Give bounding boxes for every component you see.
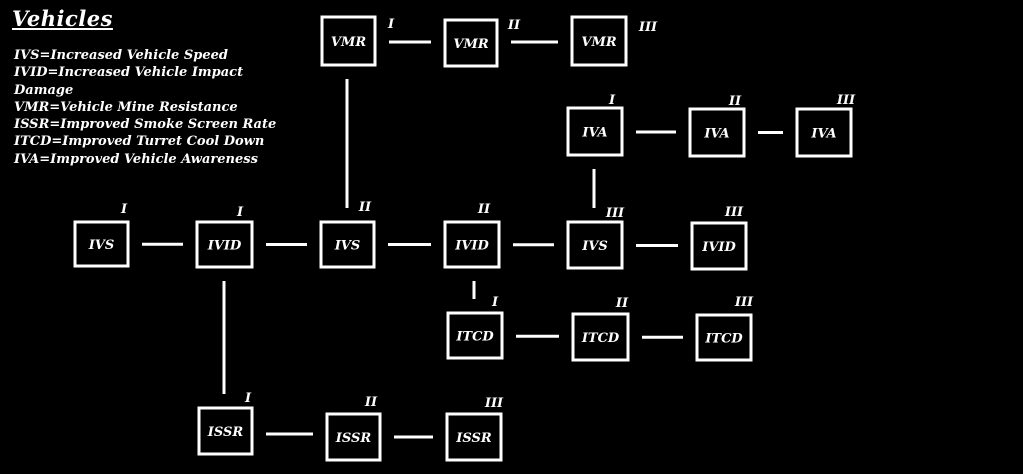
node-box <box>570 15 628 67</box>
upgrade-node-issr2: ISSR II <box>325 395 382 462</box>
node-label: IVS <box>581 239 608 254</box>
node-box <box>446 311 504 360</box>
upgrade-node-iva1: IVA I <box>566 93 624 157</box>
node-label: ISSR <box>335 431 372 446</box>
node-box <box>445 412 503 462</box>
upgrade-node-vmr1: VMR I <box>320 15 395 67</box>
upgrade-node-iva2: IVA II <box>688 94 746 158</box>
node-box <box>320 15 377 67</box>
upgrade-node-itcd3: ITCD III <box>695 295 754 362</box>
upgrade-node-itcd1: ITCD I <box>446 295 504 360</box>
node-label: IVID <box>207 239 242 254</box>
node-label: IVID <box>701 240 736 255</box>
upgrade-node-ivid3: IVID III <box>690 205 748 271</box>
upgrade-node-ivs2: IVS II <box>319 200 376 269</box>
upgrade-node-vmr3: VMR III <box>570 15 658 67</box>
upgrade-node-itcd2: ITCD II <box>571 296 630 362</box>
tier-label: III <box>734 295 754 310</box>
tier-label: II <box>507 18 521 33</box>
node-label: ISSR <box>207 425 244 440</box>
node-label: IVS <box>88 238 115 253</box>
node-box <box>571 312 630 362</box>
tier-label: I <box>236 205 244 220</box>
node-label: ITCD <box>581 331 620 346</box>
node-box <box>443 18 499 68</box>
tier-label: I <box>387 17 395 32</box>
tier-label: II <box>364 395 378 410</box>
node-label: ITCD <box>704 332 743 347</box>
upgrade-node-vmr2: VMR II <box>443 18 521 68</box>
upgrade-node-ivid1: IVID I <box>195 205 254 269</box>
legend-entry: ITCD=Improved Turret Cool Down <box>14 134 265 150</box>
node-box <box>325 412 382 462</box>
node-box <box>319 220 376 269</box>
legend-entry: VMR=Vehicle Mine Resistance <box>14 99 238 115</box>
tier-label: I <box>608 93 616 108</box>
node-box <box>195 220 254 269</box>
tier-label: III <box>836 93 856 108</box>
node-label: IVA <box>581 126 607 141</box>
tier-label: III <box>484 396 504 411</box>
upgrade-node-iva3: IVA III <box>795 93 856 158</box>
tier-label: III <box>605 206 625 221</box>
diagram-title: Vehicles <box>12 6 113 31</box>
node-label: IVA <box>810 127 836 142</box>
node-box <box>688 107 746 158</box>
node-box <box>566 106 624 157</box>
node-box <box>197 406 254 456</box>
node-box <box>73 220 130 268</box>
upgrade-node-ivid2: IVID II <box>443 202 501 269</box>
tier-label: III <box>724 205 744 220</box>
tier-label: II <box>358 200 372 215</box>
node-box <box>795 107 853 158</box>
node-label: IVID <box>454 239 489 254</box>
upgrade-node-issr1: ISSR I <box>197 391 254 456</box>
node-label: VMR <box>453 37 488 52</box>
tier-label: II <box>728 94 742 109</box>
node-label: IVA <box>703 127 729 142</box>
node-label: VMR <box>581 35 616 50</box>
tier-label: I <box>244 391 252 406</box>
upgrade-node-issr3: ISSR III <box>445 396 504 462</box>
tier-label: II <box>615 296 629 311</box>
legend-entry: IVID=Increased Vehicle Impact Damage <box>14 65 244 98</box>
node-label: IVS <box>334 239 361 254</box>
tier-label: I <box>120 202 128 217</box>
node-label: ITCD <box>455 330 494 345</box>
upgrade-node-ivs1: IVS I <box>73 202 130 268</box>
node-box <box>566 220 624 270</box>
node-box <box>690 221 748 271</box>
legend-entry: ISSR=Improved Smoke Screen Rate <box>14 117 277 133</box>
upgrade-node-ivs3: IVS III <box>566 206 625 270</box>
tier-label: I <box>491 295 499 310</box>
tier-label: II <box>477 202 491 217</box>
node-label: VMR <box>331 35 366 50</box>
node-box <box>443 220 501 269</box>
abbreviation-legend: IVS=Increased Vehicle Speed IVID=Increas… <box>14 47 299 168</box>
tier-label: III <box>638 20 658 35</box>
legend-entry: IVS=Increased Vehicle Speed <box>14 48 228 63</box>
node-box <box>695 313 753 362</box>
legend-entry: IVA=Improved Vehicle Awareness <box>14 151 258 167</box>
node-label: ISSR <box>455 431 492 446</box>
